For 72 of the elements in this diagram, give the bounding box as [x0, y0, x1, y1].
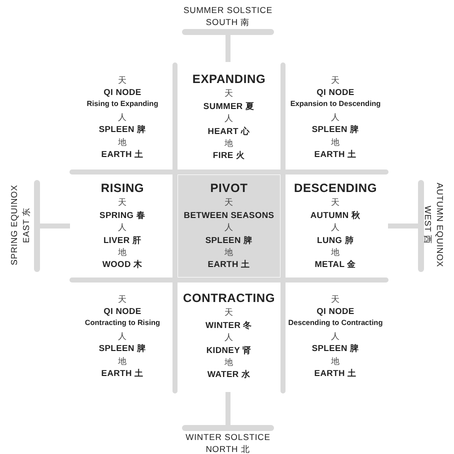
cell-text: SPLEEN 脾 — [98, 123, 146, 136]
character-label: 天 — [118, 196, 127, 209]
character-label: 地 — [224, 246, 234, 258]
character-label: 天 — [118, 292, 127, 305]
t-connector — [182, 392, 274, 431]
character-label: 天 — [118, 74, 127, 86]
cell-text: SPRING 春 — [100, 208, 146, 222]
cell-text: KIDNEY 肾 — [206, 344, 252, 356]
character-label: 地 — [118, 136, 127, 148]
direction-label: SOUTH 南 — [206, 16, 250, 28]
direction-label: EAST 东 — [20, 206, 32, 244]
character-label: 天 — [331, 292, 340, 305]
character-label: 天 — [331, 74, 340, 86]
cell-text: EARTH 土 — [101, 367, 144, 380]
cell-text: LUNG 肺 — [317, 234, 354, 246]
cell-text: HEART 心 — [208, 124, 250, 137]
pivot-cell — [178, 175, 280, 277]
cell-text: SPLEEN 脾 — [98, 342, 146, 355]
character-label: 人 — [118, 221, 127, 234]
character-label: 人 — [331, 221, 340, 234]
cell-text: EARTH 土 — [314, 367, 357, 380]
character-label: 地 — [118, 246, 127, 258]
character-label: 人 — [118, 330, 127, 342]
character-label: 天 — [224, 306, 234, 319]
character-label: 地 — [331, 136, 340, 148]
character-label: 天 — [331, 196, 340, 209]
cell-heading: DESCENDING — [294, 181, 377, 196]
t-connector — [182, 29, 274, 62]
character-label: 人 — [224, 331, 234, 344]
cell-text: WATER 水 — [207, 368, 251, 381]
cell-text: QI NODE — [104, 86, 142, 98]
cell-text: LIVER 肝 — [103, 234, 142, 246]
character-label: 人 — [224, 112, 234, 124]
direction-label: WINTER SOLSTICE — [186, 430, 270, 443]
direction-label: WEST 西 — [422, 206, 434, 244]
cell-text: EARTH 土 — [208, 258, 250, 271]
direction-label: SPRING EQUINOX — [8, 184, 20, 266]
cell-text: BETWEEN SEASONS — [184, 208, 274, 222]
cell-heading: RISING — [100, 181, 144, 196]
character-label: 人 — [224, 221, 234, 234]
direction-label: NORTH 北 — [206, 443, 250, 454]
t-connector — [388, 180, 424, 272]
cell-text: QI NODE — [316, 86, 354, 98]
cell-text: SPLEEN 脾 — [205, 234, 253, 246]
t-connector — [34, 180, 70, 272]
direction-label: SUMMER SOLSTICE — [183, 4, 273, 16]
cell-text: QI NODE — [104, 304, 142, 318]
character-label: 人 — [331, 110, 340, 124]
cell-text: METAL 金 — [314, 258, 356, 271]
cell-text: SPLEEN 脾 — [312, 123, 360, 136]
cell-text: SPLEEN 脾 — [312, 342, 360, 355]
cell-text: FIRE 火 — [212, 149, 246, 162]
character-label: 地 — [224, 136, 234, 150]
character-label: 天 — [224, 87, 234, 100]
cell-heading: EXPANDING — [192, 72, 266, 88]
cell-text: EARTH 土 — [314, 148, 357, 160]
cell-text: WOOD 木 — [102, 258, 143, 271]
character-label: 人 — [118, 110, 127, 124]
cell-heading: PIVOT — [210, 181, 248, 196]
character-label: 地 — [331, 246, 340, 258]
cell-text: AUTUMN 秋 — [310, 208, 361, 222]
cell-text: EARTH 土 — [101, 148, 144, 160]
character-label: 地 — [331, 354, 340, 368]
character-label: 天 — [224, 196, 234, 209]
character-label: 地 — [224, 356, 234, 368]
cell-heading: CONTRACTING — [183, 291, 275, 306]
character-label: 人 — [331, 330, 340, 342]
cell-text: WINTER 冬 — [206, 318, 252, 332]
direction-label: AUTUMN EQUINOX — [434, 182, 446, 268]
character-label: 地 — [118, 354, 127, 368]
cell-text: SUMMER 夏 — [203, 100, 255, 112]
cell-text: QI NODE — [316, 304, 354, 318]
